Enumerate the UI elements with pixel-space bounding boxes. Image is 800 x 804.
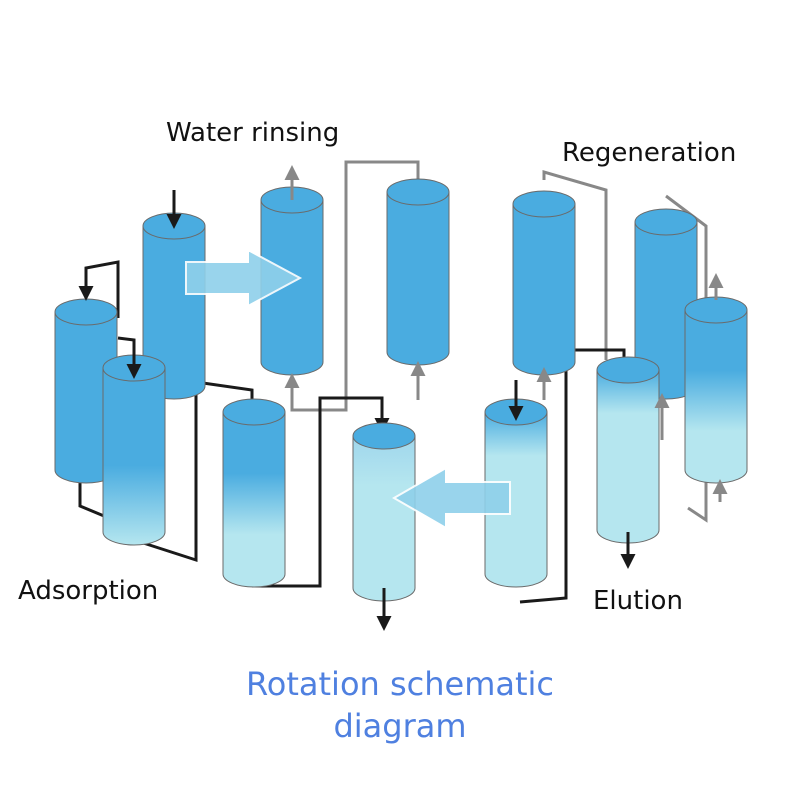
- label-elution: Elution: [593, 586, 683, 616]
- column-top: [634, 208, 698, 236]
- column-elution-1: [484, 398, 548, 588]
- column-body: [484, 411, 548, 588]
- column-body: [102, 367, 166, 546]
- column-body: [684, 309, 748, 484]
- column-back-4: [512, 190, 576, 376]
- column-top: [222, 398, 286, 426]
- pipe-adsorption-b: [78, 476, 105, 518]
- label-water-rinsing: Water rinsing: [166, 118, 340, 148]
- column-elution-2: [596, 356, 660, 544]
- rotation-arrow-right: [185, 248, 303, 308]
- column-body: [596, 369, 660, 544]
- pipe-adsorption-d: [252, 396, 390, 588]
- column-top: [54, 298, 118, 326]
- diagram-caption-line-1: Rotation schematic: [245, 665, 555, 703]
- column-center-front: [352, 422, 416, 602]
- column-body: [512, 203, 576, 376]
- column-adsorption-2: [102, 354, 166, 546]
- label-regeneration: Regeneration: [562, 138, 737, 168]
- arrow-into-column-adsorption-2: [117, 336, 142, 379]
- column-top: [684, 296, 748, 324]
- column-top: [512, 190, 576, 218]
- column-top: [386, 178, 450, 206]
- column-adsorption-3: [222, 398, 286, 588]
- column-back-3: [386, 178, 450, 366]
- label-adsorption: Adsorption: [18, 576, 159, 606]
- diagram-caption-line-2: diagram: [333, 707, 467, 745]
- pipe-regeneration-top: [542, 170, 608, 360]
- column-body: [352, 435, 416, 602]
- column-body: [222, 411, 286, 588]
- column-top: [352, 422, 416, 450]
- column-top: [596, 356, 660, 384]
- column-body: [386, 191, 450, 366]
- column-regeneration-front: [684, 296, 748, 484]
- rotation-arrow-left: [391, 466, 511, 530]
